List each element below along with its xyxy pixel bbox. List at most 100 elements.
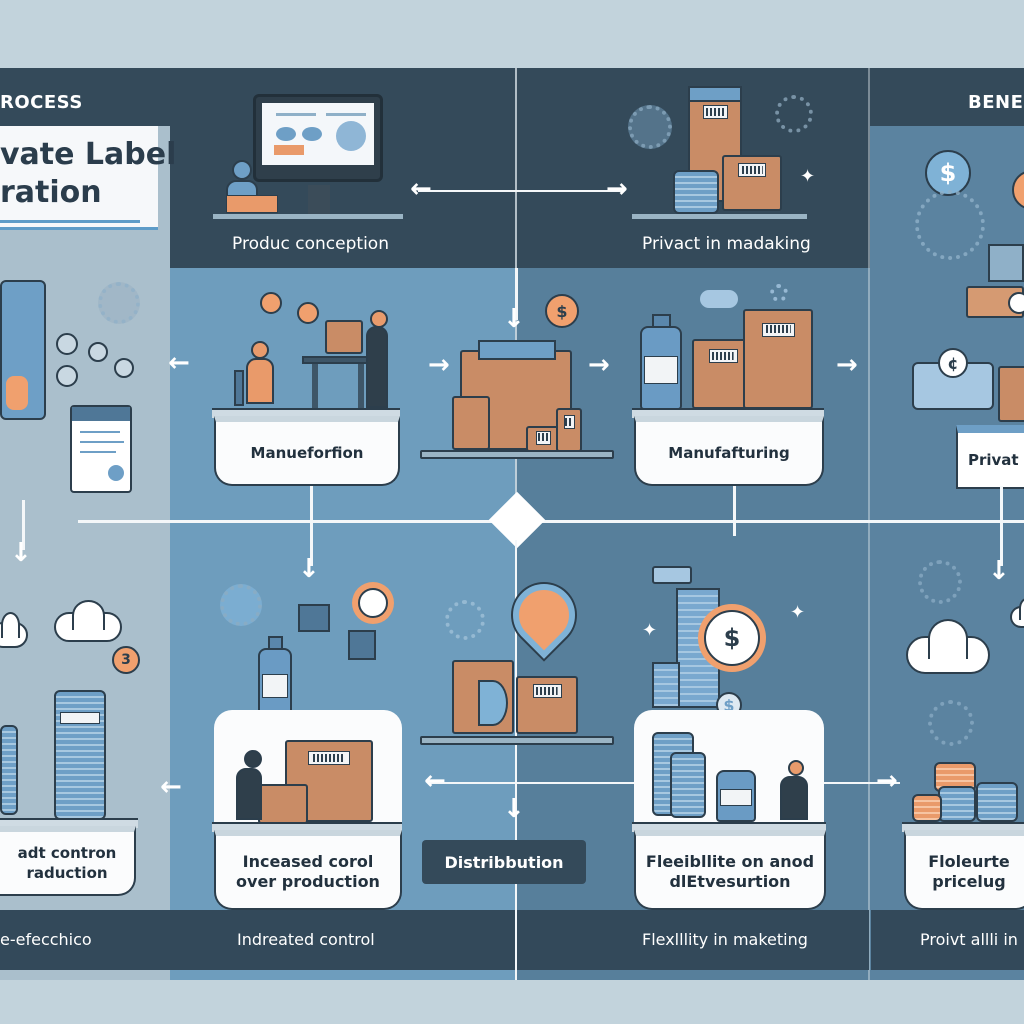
arrow-down-icon: ↓ [298, 554, 320, 584]
chair-icon [234, 370, 244, 406]
footer-band [0, 910, 170, 970]
package-icon [516, 676, 578, 734]
label-card: Floleurte pricelug [904, 830, 1024, 910]
desk-box [226, 195, 278, 213]
package-icon [722, 155, 782, 211]
title-line-2: ration [0, 175, 102, 210]
dollar-coin-icon: $ [545, 294, 579, 328]
arrow-left-icon: ← [424, 766, 446, 796]
table-icon [302, 356, 374, 364]
package-icon [452, 396, 490, 450]
dollar-coin-icon: $ [925, 150, 971, 196]
footer-item: e-efecchico [0, 930, 92, 949]
caption-privacy-marketing: Privact in madaking [642, 234, 811, 254]
gear-icon [628, 105, 672, 149]
label-card: adt contron raduction [0, 826, 136, 896]
node-icon [88, 342, 108, 362]
title-line-1: vate Label [0, 137, 177, 172]
package-icon [556, 408, 582, 452]
lightbulb-gear-icon [220, 584, 262, 626]
building-icon [988, 244, 1024, 282]
shelf [0, 818, 138, 828]
sparkle-icon: ✦ [800, 166, 816, 187]
dollar-coin-icon: $ [704, 610, 760, 666]
gear-icon [98, 282, 140, 324]
node-icon [56, 333, 78, 355]
clipboard-icon [70, 405, 132, 493]
connector-line [310, 486, 313, 566]
title-underline [0, 220, 140, 223]
gear-icon [770, 284, 788, 302]
tag-icon [478, 680, 508, 726]
tower-chart-icon [652, 662, 680, 708]
arrow-right-icon: → [876, 766, 898, 796]
shelf [212, 822, 402, 832]
footer-item: Indreated control [237, 930, 375, 949]
arrow-right-icon: → [428, 350, 450, 380]
jar-icon [716, 770, 756, 822]
bottle-icon [640, 314, 682, 410]
distribution-pill: Distribbution [422, 840, 586, 884]
arrow-down-icon: ↓ [988, 556, 1010, 586]
coin-icon [260, 292, 282, 314]
person-icon [232, 160, 252, 180]
package-icon [258, 784, 308, 824]
title-card: vate Label ration [0, 126, 176, 230]
header-band-benefits [870, 68, 1024, 126]
arrow-down-icon: ↓ [503, 794, 525, 824]
cloud-icon [906, 619, 990, 674]
arrow-left-icon: ← [160, 772, 182, 802]
shelf [420, 450, 614, 459]
package-icon [325, 320, 363, 354]
label-tag-icon [700, 290, 738, 308]
package-icon [998, 366, 1024, 422]
package-icon [285, 740, 373, 822]
shelf [212, 408, 400, 418]
node-icon [56, 365, 78, 387]
gear-icon [775, 95, 813, 133]
connector-line [515, 540, 517, 980]
label-card: Manufafturing [634, 416, 824, 486]
arrow-right-icon: → [588, 350, 610, 380]
shelf [902, 822, 1024, 832]
coin-stack-icon [912, 794, 942, 822]
column-divider [868, 68, 870, 980]
person-body [366, 326, 388, 408]
stack-label [60, 712, 100, 724]
coin-stack-icon [938, 786, 976, 822]
connector-line [515, 268, 518, 320]
coin-stack-icon [976, 782, 1018, 822]
number-badge: 3 [112, 646, 140, 674]
person-body [236, 768, 262, 820]
arrow-left-icon: ← [410, 174, 432, 204]
person-icon [244, 750, 262, 768]
footer-band [517, 910, 869, 970]
coin-icon [297, 302, 319, 324]
section-label-benefits: BENEF [968, 92, 1024, 113]
label-card: Manueforfion [214, 416, 400, 486]
footer-item: Proivt allli in [920, 930, 1018, 949]
private-label-card: Privat [956, 425, 1024, 489]
machine-glow [6, 376, 28, 410]
bottle-icon [258, 636, 292, 720]
block-icon [348, 630, 376, 660]
package-icon [743, 309, 813, 409]
connector-line [733, 486, 736, 536]
arrow-right-icon: → [836, 350, 858, 380]
gear-icon [915, 190, 985, 260]
desk-shelf [213, 214, 403, 219]
factory-bar [478, 340, 556, 360]
footer-item: Flexlllity in maketing [642, 930, 808, 949]
sparkle-icon: ✦ [790, 602, 806, 623]
package-lid [688, 86, 742, 102]
connector-line [1000, 486, 1003, 566]
sparkle-icon: ✦ [642, 620, 658, 641]
cloud-icon [1010, 598, 1024, 628]
cloud-icon [0, 611, 28, 648]
coin-stack-icon [673, 170, 719, 214]
caption-product-conception: Produc conception [232, 234, 389, 254]
arrow-right-icon: → [606, 174, 628, 204]
coin-icon [358, 588, 388, 618]
block-icon [298, 604, 330, 632]
gear-icon [918, 560, 962, 604]
